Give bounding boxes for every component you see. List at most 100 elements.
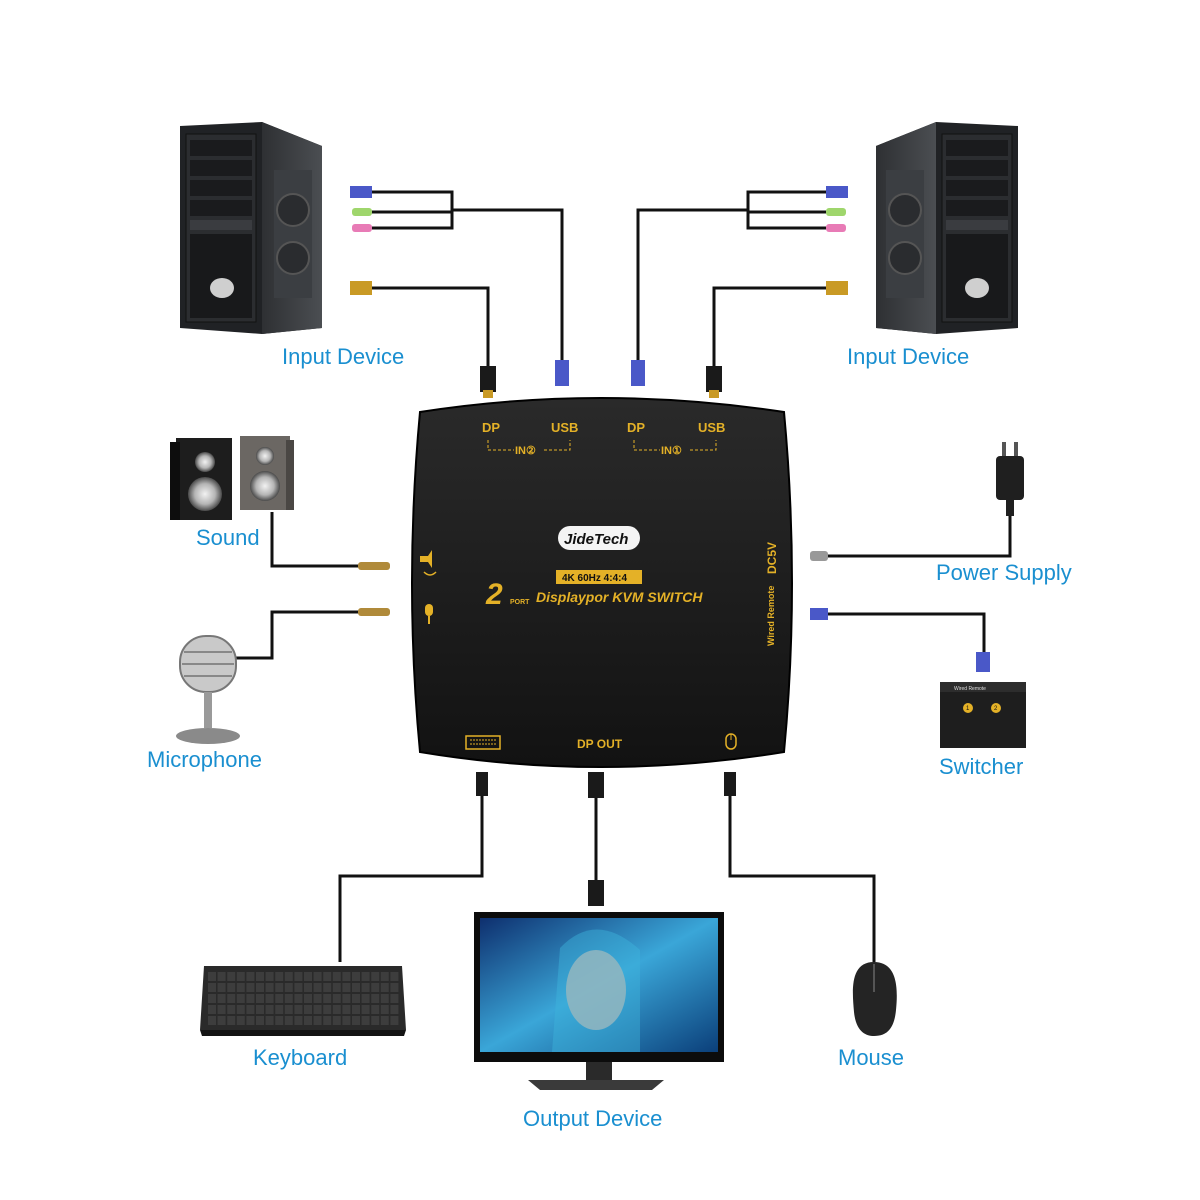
dp-plug-icon <box>826 281 848 295</box>
keyboard-key <box>371 972 380 981</box>
brand-badge <box>558 526 640 550</box>
keyboard-key <box>323 972 332 981</box>
keyboard-key <box>294 994 303 1003</box>
keyboard-key <box>275 1016 284 1025</box>
audio-port-icon <box>420 550 437 576</box>
keyboard-key <box>265 1016 274 1025</box>
port-usb-1: USB <box>698 420 725 435</box>
power-jack-icon <box>810 551 828 561</box>
keyboard-key <box>208 1016 216 1025</box>
keyboard-key <box>342 983 351 992</box>
switcher-button-2[interactable] <box>991 703 1001 713</box>
label-microphone: Microphone <box>147 747 262 772</box>
port-dp-1: DP <box>627 420 645 435</box>
keyboard-key <box>342 1005 351 1014</box>
label-keyboard: Keyboard <box>253 1045 347 1070</box>
keyboard-key <box>227 972 236 981</box>
cable-right-dp <box>712 286 826 368</box>
fan-icon <box>888 193 922 227</box>
keyboard-key <box>284 1005 293 1014</box>
label-sound: Sound <box>196 525 260 550</box>
keyboard-key <box>304 1005 312 1014</box>
keyboard-key <box>361 972 370 981</box>
spec-bar <box>556 570 642 584</box>
keyboard-key <box>294 983 303 992</box>
microphone-icon <box>176 635 240 744</box>
switcher-button-1[interactable] <box>963 703 973 713</box>
pc-logo-icon <box>210 278 234 298</box>
keyboard-key <box>352 972 360 981</box>
usb-plug-icon <box>350 186 372 198</box>
dp-plug-icon <box>706 366 722 392</box>
mic-plug-icon <box>826 224 846 232</box>
keyboard-key <box>323 1016 332 1025</box>
keyboard-key <box>390 972 399 981</box>
keyboard-key <box>371 994 380 1003</box>
keyboard-key <box>217 983 226 992</box>
keyboard-key <box>217 994 226 1003</box>
keyboard-icon <box>200 966 406 1036</box>
spec-text: 4K 60Hz 4:4:4 <box>562 573 627 584</box>
cable-right-usb <box>636 190 826 362</box>
keyboard-key <box>390 1005 399 1014</box>
keyboard-key <box>361 983 370 992</box>
cable-right-audio2 <box>746 210 826 230</box>
audio-plug-icon <box>352 208 372 216</box>
keyboard-key <box>227 994 236 1003</box>
keyboard-key <box>313 1016 322 1025</box>
keyboard-key <box>294 972 303 981</box>
svg-text:2: 2 <box>994 706 998 712</box>
svg-text:1: 1 <box>966 706 970 712</box>
keyboard-key <box>390 1016 399 1025</box>
monitor-icon <box>474 912 724 1090</box>
keyboard-key <box>265 1005 274 1014</box>
label-input-device-right: Input Device <box>847 344 969 369</box>
keyboard-key <box>294 1016 303 1025</box>
usb-plug-icon <box>555 360 569 386</box>
keyboard-key <box>361 1005 370 1014</box>
keyboard-key <box>380 1016 389 1025</box>
keyboard-key <box>352 994 360 1003</box>
keyboard-keys <box>208 972 399 1025</box>
keyboard-port-icon <box>465 735 501 750</box>
keyboard-key <box>313 994 322 1003</box>
dp-plug-icon <box>480 366 496 392</box>
fan-icon <box>276 193 310 227</box>
keyboard-key <box>208 983 216 992</box>
cable-left-dp <box>372 286 490 368</box>
speakers-icon <box>170 436 294 520</box>
audio-plug-icon <box>826 208 846 216</box>
cable-microphone <box>236 610 360 660</box>
keyboard-key <box>256 983 264 992</box>
keyboard-key <box>380 994 389 1003</box>
keyboard-key <box>390 994 399 1003</box>
keyboard-key <box>304 1016 312 1025</box>
keyboard-key <box>380 1005 389 1014</box>
cable-power <box>826 514 1012 558</box>
wired-remote-label: Wired Remote <box>766 586 776 646</box>
port-dp-2: DP <box>482 420 500 435</box>
mic-port-icon <box>425 604 433 624</box>
mic-jack-icon <box>358 608 390 616</box>
cable-switcher <box>826 612 986 668</box>
keyboard-key <box>284 983 293 992</box>
input-1-label: IN① <box>661 445 682 457</box>
keyboard-key <box>304 983 312 992</box>
port-usb-2: USB <box>551 420 578 435</box>
keyboard-key <box>217 1005 226 1014</box>
keyboard-key <box>332 994 341 1003</box>
keyboard-key <box>236 994 245 1003</box>
keyboard-key <box>275 972 284 981</box>
keyboard-key <box>323 1005 332 1014</box>
keyboard-key <box>265 994 274 1003</box>
keyboard-key <box>256 1016 264 1025</box>
cable-mouse <box>728 796 876 962</box>
keyboard-key <box>361 994 370 1003</box>
keyboard-key <box>361 1016 370 1025</box>
keyboard-key <box>323 994 332 1003</box>
keyboard-key <box>256 994 264 1003</box>
keyboard-key <box>294 1005 303 1014</box>
keyboard-key <box>246 1005 255 1014</box>
usb-plug-icon <box>724 772 736 796</box>
